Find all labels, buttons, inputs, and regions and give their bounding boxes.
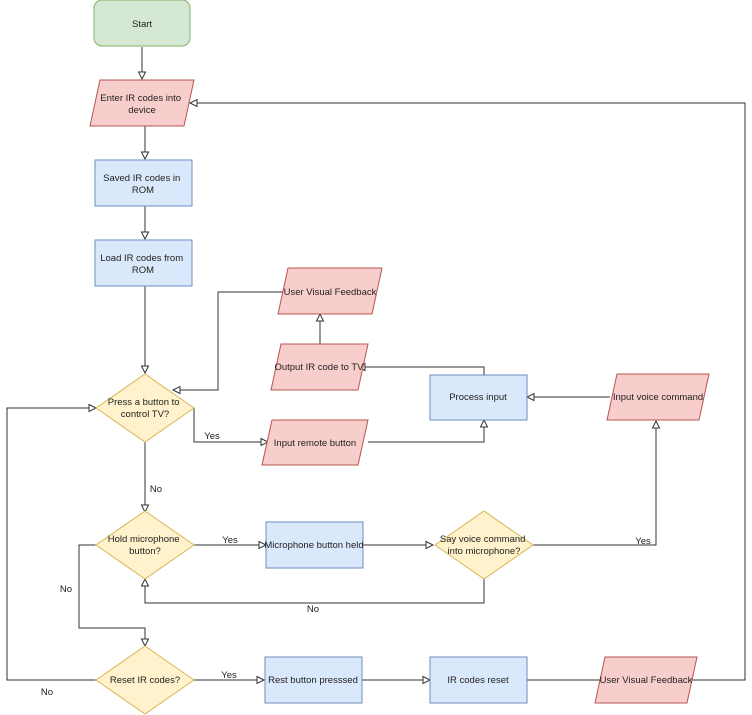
node-reset-q-line-1: Reset IR codes? (110, 675, 180, 686)
node-saved-ir: Saved IR codes in ROM (94, 159, 193, 207)
node-mic-held: Microphone button held (264, 521, 364, 569)
node-input-remote: Input remote button (261, 419, 369, 466)
edge-feedback-to-press (171, 291, 283, 395)
edge-remote-to-process (368, 418, 489, 443)
node-press-button-line-1: Press a button to (108, 397, 180, 408)
svg-text:Load IR codes from ROM: Load IR codes from ROM (100, 253, 186, 276)
node-say-voice: Say voice command into microphone? (434, 510, 534, 580)
node-feedback-top: User Visual Feedback (277, 267, 383, 315)
label-hold-no: No (60, 584, 72, 595)
label-say-no: No (307, 604, 319, 615)
node-enter-ir: Enter IR codes into device (89, 79, 195, 127)
svg-text:IR codes reset: IR codes reset (447, 675, 509, 686)
node-feedback-bottom: User Visual Feedback (594, 656, 698, 704)
node-hold-mic: Hold microphone button? (95, 510, 195, 580)
svg-text:Output IR code to TV: Output IR code to TV (274, 362, 364, 373)
node-press-button-line-2: control TV? (121, 409, 169, 420)
svg-text:Reset IR codes?: Reset IR codes? (110, 675, 180, 686)
svg-text:Process input: Process input (449, 392, 507, 403)
node-input-voice: Input voice command (606, 373, 710, 421)
svg-text:Input remote button: Input remote button (274, 438, 356, 449)
node-process-input-line-1: Process input (449, 392, 507, 403)
svg-text:Hold microphone button?: Hold microphone button? (108, 534, 182, 557)
edge-labels: Yes No Yes No Yes No Yes No (41, 431, 651, 698)
svg-text:Input voice command: Input voice command (613, 392, 703, 403)
svg-text:Start: Start (132, 19, 152, 30)
node-input-remote-line-1: Input remote button (274, 438, 356, 449)
node-hold-mic-line-2: button? (129, 546, 161, 557)
svg-text:Microphone button held: Microphone button held (264, 540, 363, 551)
node-start: Start (93, 0, 191, 47)
label-reset-yes: Yes (221, 670, 237, 681)
edge-feedback-to-enter (188, 98, 746, 681)
edge-reset-no-to-press (6, 403, 98, 681)
node-load-ir-line-1: Load IR codes from (100, 253, 183, 264)
node-press-button: Press a button to control TV? (95, 373, 195, 443)
edge-say-to-voice (533, 419, 661, 546)
svg-text:Saved IR codes in ROM: Saved IR codes in ROM (103, 173, 183, 196)
node-say-voice-line-1: Say voice command (440, 534, 526, 545)
node-ir-reset-line-1: IR codes reset (447, 675, 509, 686)
edge-load-to-press (140, 285, 150, 375)
node-reset-q: Reset IR codes? (95, 645, 195, 715)
edge-hold-no-to-reset (78, 544, 150, 648)
node-output-ir-line-1: Output IR code to TV (274, 362, 364, 373)
svg-text:Press a button to contro: Press a button to control TV? (108, 397, 182, 420)
label-press-yes: Yes (204, 431, 220, 442)
label-reset-no: No (41, 687, 53, 698)
node-reset-pressed: Rest button presssed (264, 656, 363, 704)
label-say-yes: Yes (635, 536, 651, 547)
node-output-ir: Output IR code to TV (270, 343, 369, 391)
edge-say-no-to-hold (140, 577, 485, 604)
node-input-voice-line-1: Input voice command (613, 392, 703, 403)
node-load-ir-line-2: ROM (132, 265, 154, 276)
node-reset-pressed-line-1: Rest button presssed (268, 675, 358, 686)
node-process-input: Process input (429, 374, 528, 421)
svg-text:Enter IR codes into devi: Enter IR codes into device (100, 93, 183, 116)
node-mic-held-line-1: Microphone button held (264, 540, 363, 551)
node-enter-ir-line-1: Enter IR codes into (100, 93, 181, 104)
edge-process-to-output (356, 362, 485, 375)
node-start-line-1: Start (132, 19, 152, 30)
node-saved-ir-line-1: Saved IR codes in (103, 173, 180, 184)
node-hold-mic-line-1: Hold microphone (108, 534, 180, 545)
svg-text:Rest button presssed: Rest button presssed (268, 675, 358, 686)
edges (6, 47, 746, 685)
node-saved-ir-line-2: ROM (132, 185, 154, 196)
node-feedback-bottom-line-1: User Visual Feedback (600, 675, 693, 686)
label-press-no: No (150, 484, 162, 495)
edge-press-to-remote (193, 408, 270, 447)
label-hold-yes: Yes (222, 535, 238, 546)
svg-text:Say voice command into m: Say voice command into microphone? (440, 534, 528, 557)
node-load-ir: Load IR codes from ROM (94, 239, 193, 287)
node-enter-ir-line-2: device (128, 105, 155, 116)
node-say-voice-line-2: into microphone? (448, 546, 521, 557)
svg-text:User Visual Feedback: User Visual Feedback (284, 287, 377, 298)
node-feedback-top-line-1: User Visual Feedback (284, 287, 377, 298)
node-ir-reset: IR codes reset (429, 656, 528, 704)
svg-text:User Visual Feedback: User Visual Feedback (600, 675, 693, 686)
